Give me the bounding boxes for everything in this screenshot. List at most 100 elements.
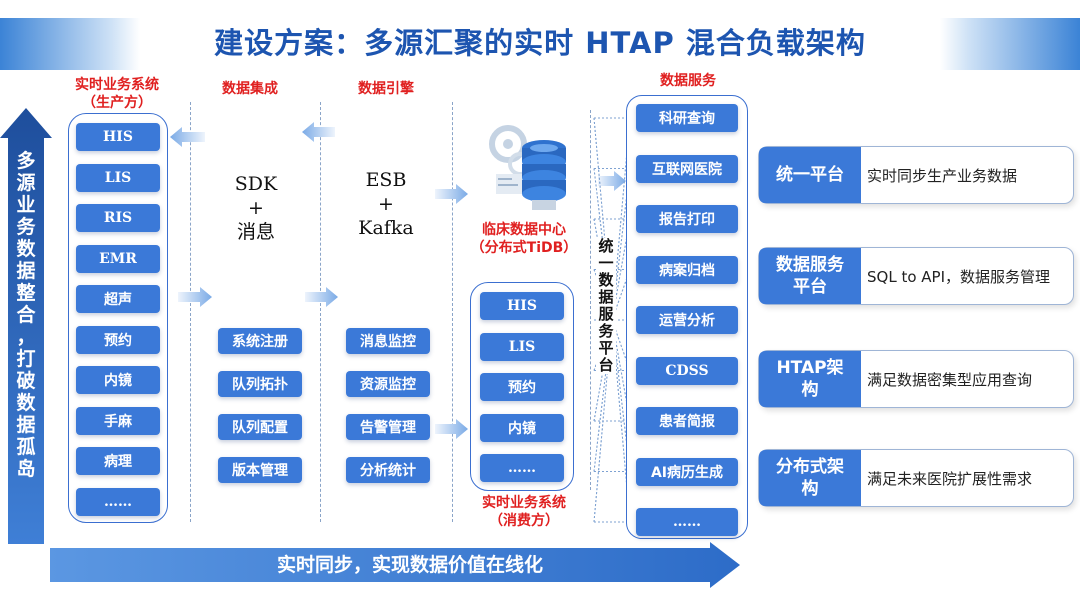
arrow-producer-to-integration (178, 287, 212, 307)
feature-card-head: 统一平台 (759, 147, 861, 203)
unified-platform-text: 统一数据服务平台 (596, 238, 616, 374)
integration-main-line3: 消息 (236, 221, 275, 243)
consumer-item: HIS (480, 292, 564, 320)
separator-4 (590, 110, 591, 490)
service-item: CDSS (636, 356, 738, 385)
database-server-icon (489, 125, 566, 210)
left-vertical-arrow (0, 108, 52, 544)
vertical-char: 业 (16, 194, 36, 216)
integration-tool: 队列拓扑 (218, 371, 302, 397)
separator-2 (320, 102, 321, 522)
title-band-left (0, 18, 140, 70)
vertical-char: 据 (598, 288, 614, 306)
feature-card-desc: 满足未来医院扩展性需求 (867, 469, 1033, 488)
vertical-char: 务 (598, 322, 614, 340)
integration-tool: 队列配置 (218, 414, 302, 440)
feature-card-head: HTAP架构 (759, 351, 861, 407)
service-item: AI病历生成 (636, 457, 738, 486)
consumer-item: LIS (480, 332, 564, 361)
service-item: 运营分析 (636, 306, 738, 334)
engine-main-line3: Kafka (358, 217, 414, 239)
clinical-label-line2: （分布式TiDB） (470, 240, 578, 256)
bottom-horizontal-arrow (50, 542, 740, 588)
vertical-char: 源 (16, 172, 36, 194)
feature-card-desc: 实时同步生产业务数据 (867, 166, 1018, 185)
page-title: 建设方案：多源汇聚的实时 HTAP 混合负载架构 (214, 26, 866, 60)
feature-card: 数据服务平台 SQL to API，数据服务管理 (758, 247, 1074, 305)
producer-item: HIS (76, 123, 160, 151)
producer-item: 超声 (76, 285, 160, 313)
service-item: 病案归档 (636, 255, 738, 284)
feature-card: 统一平台实时同步生产业务数据 (758, 146, 1074, 204)
integration-tool: 系统注册 (218, 328, 302, 354)
consumer-item: …… (480, 454, 564, 482)
vertical-char: 数 (598, 271, 614, 289)
vertical-char: 破 (16, 370, 36, 392)
feature-card-head: 分布式架构 (759, 450, 861, 506)
vertical-char: 据 (16, 414, 36, 436)
vertical-char: 务 (16, 216, 36, 238)
vertical-char: 平 (598, 339, 614, 357)
vertical-char: 一 (598, 254, 614, 272)
vertical-char: 合 (16, 304, 36, 326)
left-arrow-text: 多源业务数据整合，打破数据孤岛 (12, 150, 40, 480)
bottom-arrow-text: 实时同步，实现数据价值在线化 (276, 554, 543, 576)
arrow-integration-to-engine (305, 287, 338, 307)
producer-item: 预约 (76, 325, 160, 354)
consumer-label-line1: 实时业务系统 (482, 495, 566, 511)
clinical-label-line1: 临床数据中心 (482, 222, 566, 238)
feature-card-head: 数据服务平台 (759, 248, 861, 304)
vertical-char: 台 (598, 356, 614, 374)
arrow-platform-to-services (598, 171, 626, 191)
vertical-char: 整 (16, 282, 36, 304)
producer-item: LIS (76, 163, 160, 192)
consumer-label: 实时业务系统 （消费方） (462, 494, 586, 530)
engine-label: 数据引擎 (358, 81, 414, 97)
producer-item: 病理 (76, 447, 160, 475)
services-label: 数据服务 (660, 73, 716, 89)
producer-item: RIS (76, 204, 160, 232)
producer-label-line1: 实时业务系统 (75, 77, 159, 93)
feature-card: 分布式架构满足未来医院扩展性需求 (758, 449, 1074, 507)
engine-tool: 消息监控 (346, 328, 430, 354)
integration-main: SDK + 消息 (206, 172, 306, 244)
feature-card-desc: SQL to API，数据服务管理 (867, 267, 1051, 286)
service-item: 互联网医院 (636, 154, 738, 183)
vertical-char: 统 (598, 237, 614, 255)
arrow-back-to-producer (170, 127, 205, 147)
vertical-char: 多 (16, 150, 36, 172)
vertical-char: 服 (598, 305, 614, 323)
integration-tool: 版本管理 (218, 457, 302, 483)
producer-label: 实时业务系统 （生产方） (64, 76, 170, 112)
producer-item: …… (76, 487, 160, 516)
engine-tool: 告警管理 (346, 414, 430, 440)
integration-main-line1: SDK (234, 173, 278, 195)
vertical-char: 数 (16, 238, 36, 260)
integration-label: 数据集成 (222, 81, 278, 97)
producer-item: 内镜 (76, 366, 160, 394)
service-item: …… (636, 508, 738, 536)
engine-main: ESB + Kafka (336, 168, 436, 240)
vertical-char: 打 (16, 348, 36, 370)
service-item: 报告打印 (636, 205, 738, 233)
vertical-char: 据 (16, 260, 36, 282)
separator-1 (190, 102, 191, 522)
vertical-char: ， (16, 326, 36, 348)
producer-item: 手麻 (76, 406, 160, 435)
engine-main-line2: + (378, 193, 394, 215)
feature-card-desc: 满足数据密集型应用查询 (867, 370, 1033, 389)
engine-tool: 分析统计 (346, 457, 430, 483)
feature-card: HTAP架构满足数据密集型应用查询 (758, 350, 1074, 408)
engine-main-line1: ESB (365, 169, 407, 191)
title-band-right (940, 18, 1080, 70)
separator-3 (452, 102, 453, 522)
producer-label-line2: （生产方） (82, 95, 152, 111)
arrow-back-to-integration (302, 122, 335, 142)
vertical-char: 数 (16, 392, 36, 414)
producer-item: EMR (76, 244, 160, 273)
consumer-label-line2: （消费方） (489, 513, 559, 529)
engine-tool: 资源监控 (346, 371, 430, 397)
vertical-char: 岛 (16, 458, 36, 480)
vertical-char: 孤 (16, 436, 36, 458)
consumer-item: 预约 (480, 373, 564, 401)
